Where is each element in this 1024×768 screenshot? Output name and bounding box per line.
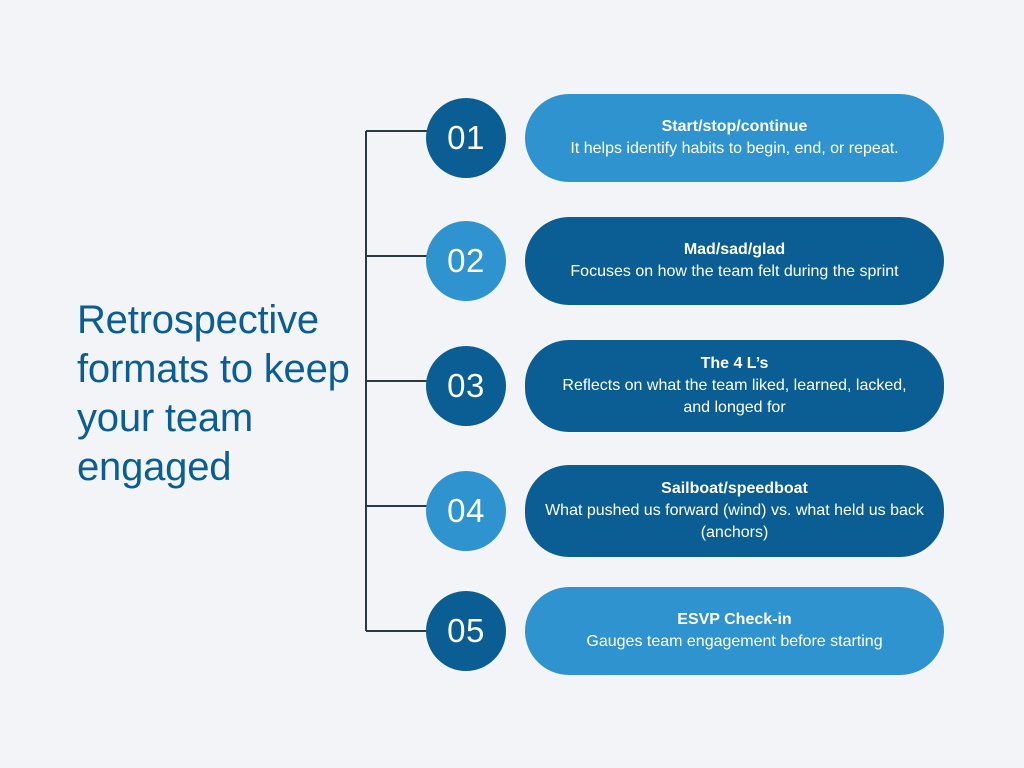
step-card[interactable]: The 4 L’s Reflects on what the team like… [525,340,944,432]
step-card[interactable]: Mad/sad/glad Focuses on how the team fel… [525,217,944,305]
step-number-badge: 04 [426,471,506,551]
step-card[interactable]: Start/stop/continue It helps identify ha… [525,94,944,182]
list-item[interactable]: 03 The 4 L’s Reflects on what the team l… [426,338,944,434]
step-card-description: Focuses on how the team felt during the … [570,263,899,280]
step-number-badge: 05 [426,591,506,671]
step-card-title: ESVP Check-in [677,611,792,628]
step-card-description: What pushed us forward (wind) vs. what h… [545,502,924,541]
step-number-badge: 03 [426,346,506,426]
list-item[interactable]: 01 Start/stop/continue It helps identify… [426,90,944,186]
list-item[interactable]: 02 Mad/sad/glad Focuses on how the team … [426,213,944,309]
step-card-description: Reflects on what the team liked, learned… [562,377,907,416]
page-title: Retrospective formats to keep your team … [77,298,350,489]
step-card[interactable]: Sailboat/speedboat What pushed us forwar… [525,465,944,557]
step-card-title: The 4 L’s [700,355,769,372]
step-card-description: Gauges team engagement before starting [586,633,883,650]
step-card-title: Sailboat/speedboat [661,480,808,497]
step-number-badge: 02 [426,221,506,301]
list-item[interactable]: 04 Sailboat/speedboat What pushed us for… [426,463,944,559]
step-card-title: Start/stop/continue [661,118,808,135]
list-item[interactable]: 05 ESVP Check-in Gauges team engagement … [426,583,944,679]
step-card[interactable]: ESVP Check-in Gauges team engagement bef… [525,587,944,675]
step-card-title: Mad/sad/glad [683,241,786,258]
step-card-description: It helps identify habits to begin, end, … [570,140,899,157]
step-number-badge: 01 [426,98,506,178]
